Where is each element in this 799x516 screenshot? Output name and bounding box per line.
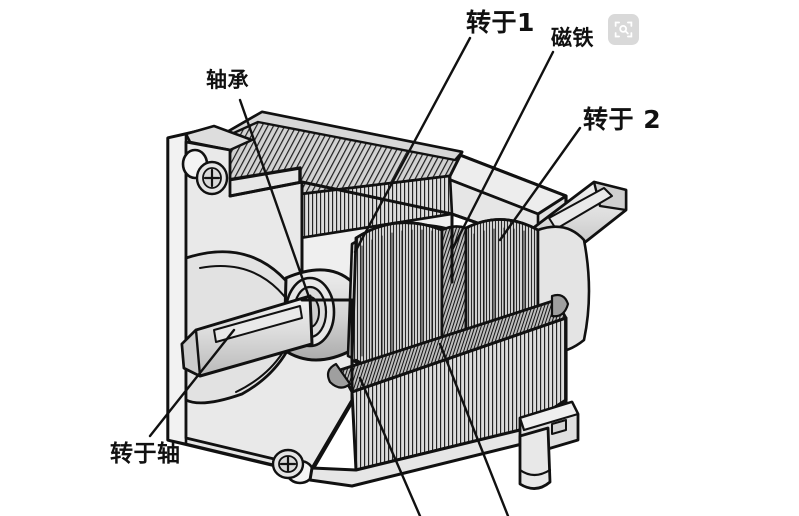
leader-rotor2	[498, 126, 582, 242]
screw-bottom	[271, 448, 305, 480]
leader-magnet	[450, 50, 555, 252]
callout-label-magnet: 磁铁	[551, 26, 594, 50]
callout-label-rotor1: 转于1	[466, 8, 535, 37]
leader-rotor-shaft	[148, 328, 236, 438]
image-search-icon	[614, 21, 633, 38]
visual-search-button[interactable]	[608, 14, 639, 45]
leader-unlabeled-left	[358, 376, 422, 516]
callout-leaders	[148, 36, 582, 516]
leader-unlabeled-right	[438, 342, 510, 516]
callout-label-rotor2: 转于 2	[583, 105, 662, 134]
callout-label-bearing: 轴承	[206, 68, 249, 92]
leader-bearing	[238, 98, 312, 302]
terminal-connector	[518, 400, 580, 490]
screw-top-left	[195, 160, 229, 196]
front-end-cap	[166, 124, 354, 485]
callout-label-rotor-shaft: 转于轴	[110, 441, 181, 467]
leader-rotor1	[353, 36, 472, 254]
